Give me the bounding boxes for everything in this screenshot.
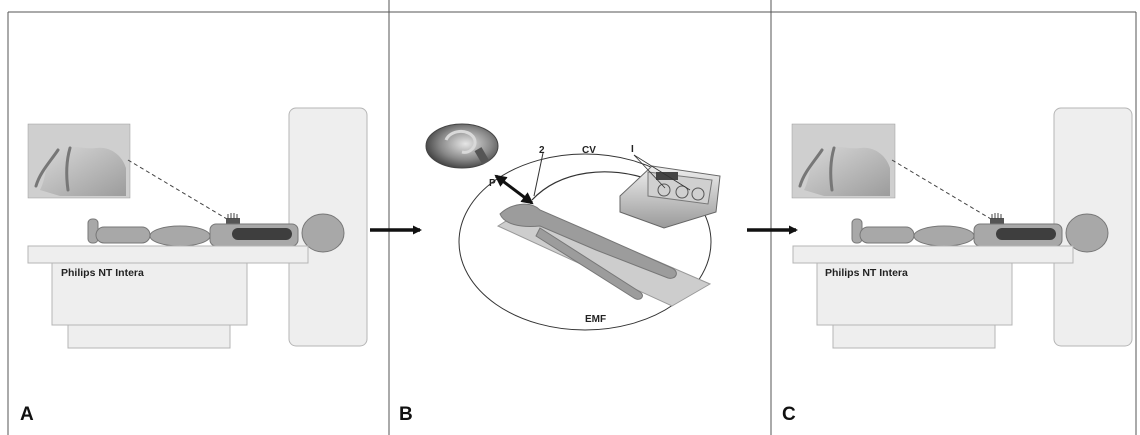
scanner-label-a: Philips NT Intera (61, 267, 144, 279)
panel-letter-a: A (20, 404, 34, 425)
hand-pointer-line (891, 159, 997, 223)
scanner-table (792, 245, 1074, 264)
hand-photo (27, 123, 131, 199)
stimulator-device (619, 165, 721, 229)
scanner-base-upper (816, 262, 1013, 326)
pointer-i-1 (633, 154, 666, 189)
panel-letter-b: B (399, 404, 413, 425)
cable-connector (531, 171, 651, 201)
label-i: I (631, 144, 634, 155)
label-p: P (489, 178, 496, 189)
scanner-table (27, 245, 309, 264)
body-mat (496, 203, 712, 307)
hand-pointer-line (127, 159, 233, 223)
ear-image (425, 123, 499, 169)
panel-letter-c: C (782, 404, 796, 425)
panel-b: P 2 CV I EMF B (399, 123, 721, 425)
hand-coil (226, 213, 240, 226)
panel-a: Philips NT Intera A (20, 107, 368, 425)
hand-photo (791, 123, 896, 199)
scanner-base-lower (67, 324, 231, 349)
emf-field-circle (458, 153, 712, 331)
patient (851, 213, 1109, 253)
probe-double-arrow (494, 174, 534, 205)
scanner-base-upper (51, 262, 248, 326)
pointer-2 (533, 152, 544, 197)
scanner-base-lower (832, 324, 996, 349)
label-cv: CV (582, 145, 596, 156)
pointer-i-2 (633, 154, 691, 191)
label-2: 2 (539, 145, 545, 156)
patient (87, 213, 345, 253)
panel-c: Philips NT Intera C (782, 107, 1133, 425)
scanner-label-c: Philips NT Intera (825, 267, 908, 279)
label-emf: EMF (585, 314, 606, 325)
hand-coil (990, 213, 1004, 226)
